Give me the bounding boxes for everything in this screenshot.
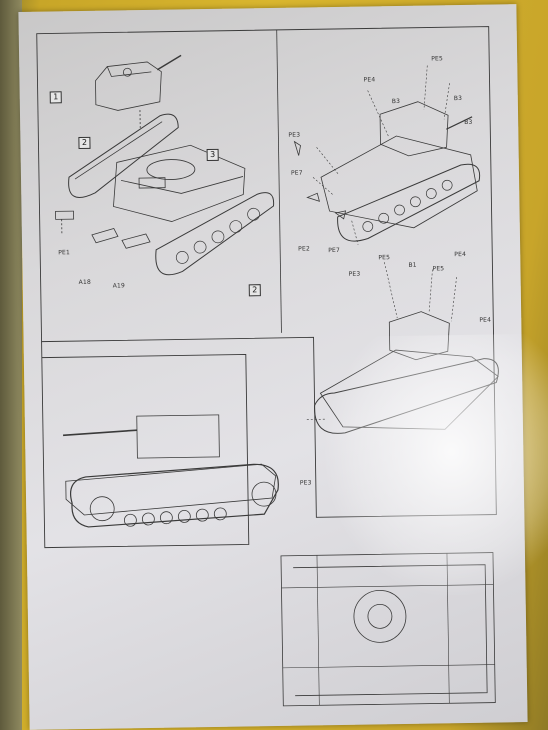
part-label-pe5-side: PE5	[378, 254, 391, 262]
part-label-pe3-b: PE3	[348, 270, 361, 278]
step-number-3: 3	[206, 148, 219, 162]
part-label-pe2: PE2	[298, 245, 311, 253]
panel5-plan-view	[280, 552, 496, 707]
part-label-a19: A19	[112, 282, 126, 290]
adjacent-page-edge	[0, 0, 22, 730]
part-label-b3-c: B3	[464, 118, 473, 126]
step-number-1: 1	[49, 91, 62, 104]
panel4-side-profile	[62, 414, 279, 528]
step-number-2-bottom: 2	[248, 284, 261, 297]
part-label-a18: A18	[78, 278, 92, 287]
step-number-2-top: 2	[78, 136, 91, 150]
part-label-pe5: PE5	[431, 55, 444, 63]
panel-divider-vertical	[276, 29, 282, 333]
instruction-sheet: 1 2 3 2 PE1 A18 A19 PE5 PE4 B3 B3 B3 PE3…	[18, 4, 548, 730]
part-label-pe7-a: PE7	[290, 169, 303, 177]
instruction-line-art	[36, 26, 499, 707]
top-panels-border	[36, 26, 497, 518]
part-label-pe3-a: PE3	[288, 131, 301, 139]
panel1-exploded-tank	[55, 54, 275, 276]
part-label-b3-b: B3	[453, 94, 463, 103]
panel3-side-tank	[306, 262, 499, 434]
part-label-b3-a: B3	[391, 97, 401, 106]
part-label-pe4-side-b: PE4	[479, 316, 492, 324]
part-label-pe5-side-b: PE5	[432, 265, 445, 273]
part-label-b1: B1	[408, 261, 417, 269]
part-label-pe1: PE1	[58, 249, 71, 257]
part-label-pe7-b: PE7	[328, 246, 341, 255]
bottom-left-panel-border	[41, 341, 250, 549]
part-label-pe3-side: PE3	[299, 479, 312, 487]
panel2-detail-tank	[293, 65, 481, 245]
part-label-pe4: PE4	[363, 76, 376, 84]
part-label-pe4-side: PE4	[454, 250, 467, 259]
